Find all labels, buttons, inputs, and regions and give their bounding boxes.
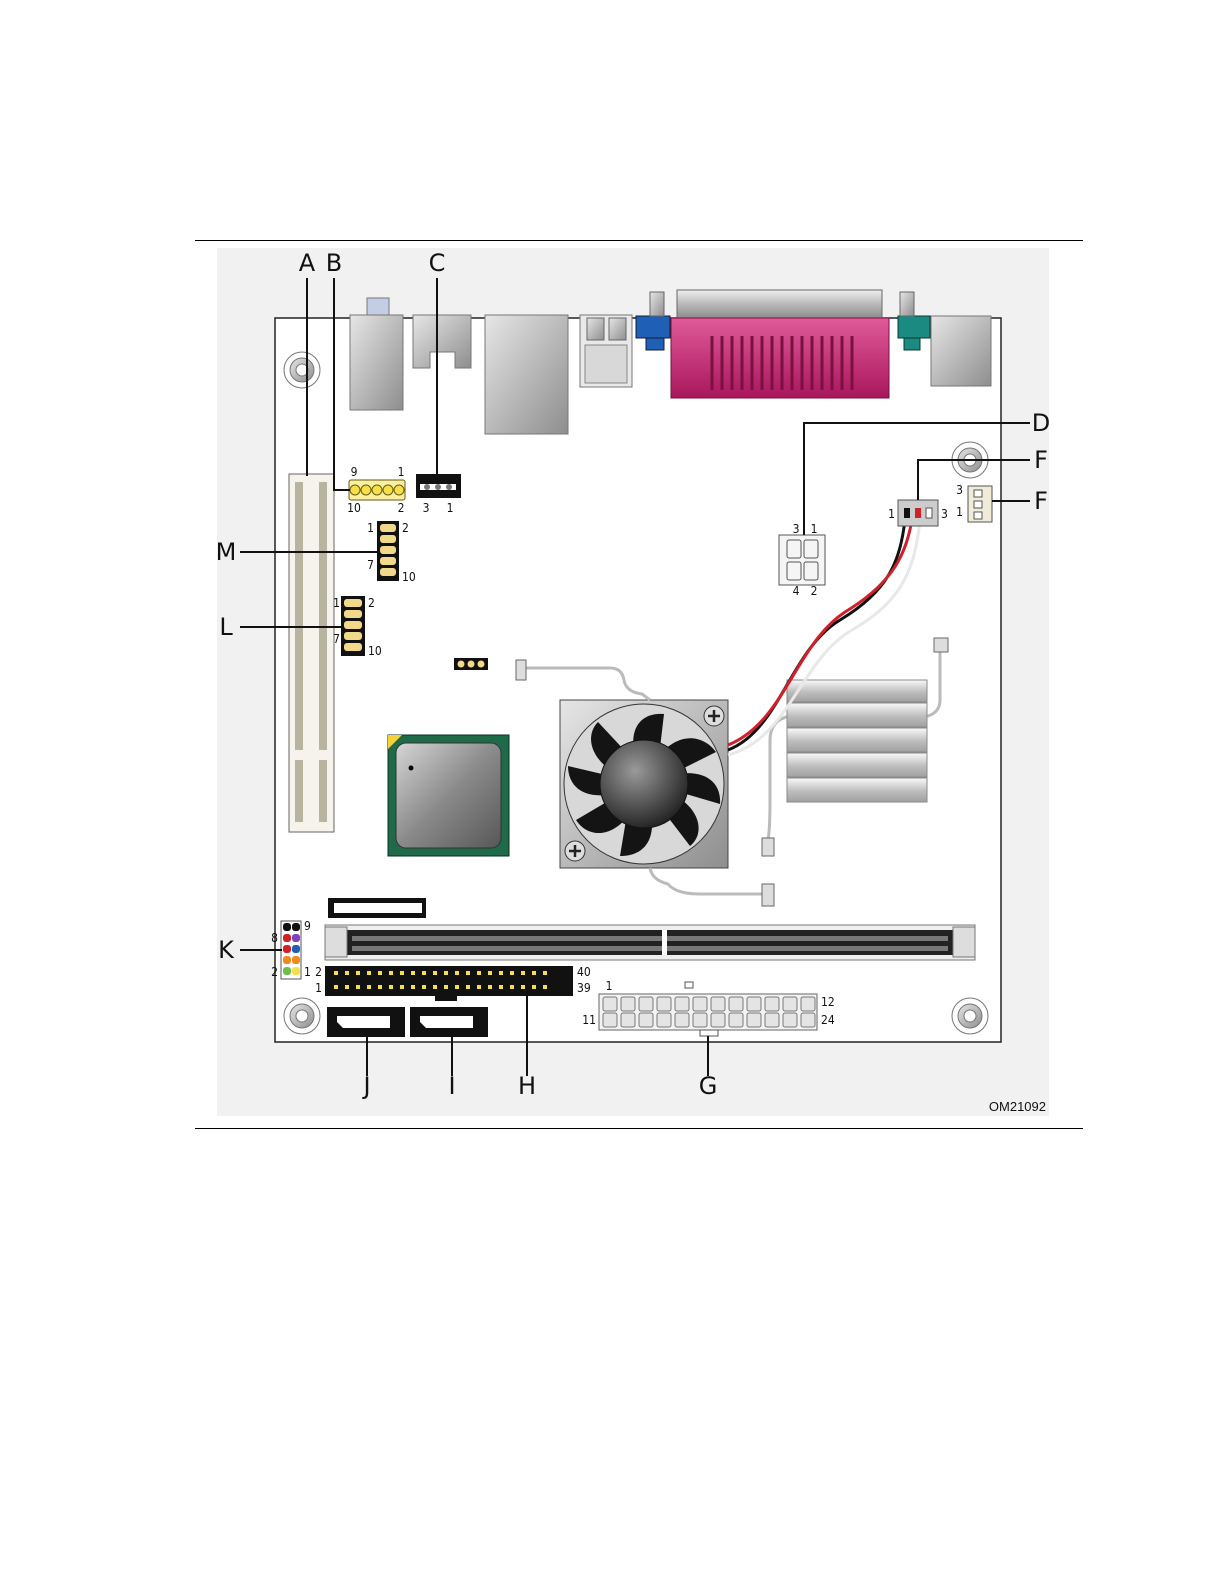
callout-j: J	[361, 1072, 370, 1100]
callout-k: K	[218, 936, 235, 964]
pin-l-10: 10	[368, 644, 382, 658]
chipset	[388, 735, 509, 856]
pin-l-2: 2	[368, 596, 375, 610]
sata-connector-i	[410, 1007, 488, 1037]
heatsink-fins	[787, 680, 927, 802]
pin-k-2: 2	[271, 965, 278, 979]
figure-id: OM21092	[989, 1099, 1046, 1114]
callout-i: I	[448, 1072, 455, 1100]
battery-clip	[328, 898, 426, 918]
callout-b: B	[326, 249, 342, 277]
ps2-connector	[350, 315, 403, 410]
callout-h: H	[518, 1072, 536, 1100]
pin-l-7: 7	[333, 632, 340, 646]
vga-post-left	[650, 292, 664, 316]
pin-h-1: 1	[315, 981, 322, 995]
mounting-hole-bottom-right	[952, 998, 988, 1034]
pin-f2-3: 3	[956, 483, 963, 497]
pin-b-10: 10	[347, 501, 361, 515]
pin-k-8: 8	[271, 931, 278, 945]
serial-connector-lower	[904, 338, 920, 350]
usb-stack-lower	[585, 345, 627, 383]
pin-f-3: 3	[941, 507, 948, 521]
power-connector-d	[779, 535, 825, 585]
parallel-port-shell	[677, 290, 882, 318]
pin-b-2: 2	[398, 501, 405, 515]
parallel-port	[671, 318, 889, 398]
pin-m-7: 7	[367, 558, 374, 572]
usb-port-left	[587, 318, 604, 340]
fan-header-f1	[898, 500, 938, 526]
pin-d-4: 4	[793, 584, 800, 598]
pci-slot	[289, 474, 334, 832]
right-panel-connector	[931, 316, 991, 386]
callout-f2: F	[1034, 487, 1048, 515]
pin-k-9: 9	[304, 919, 311, 933]
jumper-3pin	[454, 658, 488, 670]
sata-connector-j	[327, 1007, 405, 1037]
pin-d-1: 1	[811, 522, 818, 536]
header-m	[377, 521, 399, 581]
pin-h-2: 2	[315, 965, 322, 979]
vga-connector-left	[636, 316, 670, 338]
pin-m-10: 10	[402, 570, 416, 584]
lan-usb-stack	[485, 315, 568, 434]
mounting-hole-bottom-left	[284, 998, 320, 1034]
pin-l-1: 1	[333, 596, 340, 610]
callout-d: D	[1032, 409, 1050, 437]
serial-post	[900, 292, 914, 316]
pin-b-1: 1	[398, 465, 405, 479]
callout-a: A	[299, 249, 316, 277]
header-k	[281, 921, 301, 979]
pin-c-1: 1	[447, 501, 454, 515]
fan-header-f2	[968, 486, 992, 522]
pin-h-40: 40	[577, 965, 591, 979]
pin-g-24: 24	[821, 1013, 835, 1027]
callout-m: M	[216, 538, 237, 566]
dimm-slot	[325, 925, 975, 960]
header-b	[349, 480, 405, 500]
callout-c: C	[429, 249, 446, 277]
pin-d-2: 2	[811, 584, 818, 598]
pin-g-12: 12	[821, 995, 835, 1009]
callout-g: G	[699, 1072, 718, 1100]
pin-k-1: 1	[304, 965, 311, 979]
pin-f-1: 1	[888, 507, 895, 521]
callout-f1: F	[1034, 446, 1048, 474]
pin-b-9: 9	[351, 465, 358, 479]
vga-connector-left-lower	[646, 338, 664, 350]
parallel-port-pins	[712, 336, 852, 390]
pin-h-39: 39	[577, 981, 591, 995]
mounting-hole-top-left	[284, 352, 320, 388]
cpu-fan	[560, 700, 728, 868]
serial-connector	[898, 316, 930, 338]
pin-m-1: 1	[367, 521, 374, 535]
pin-c-3: 3	[423, 501, 430, 515]
pin-d-3: 3	[793, 522, 800, 536]
header-c	[416, 474, 461, 498]
pin-m-2: 2	[402, 521, 409, 535]
pin-f2-1: 1	[956, 505, 963, 519]
ide-connector-h	[325, 966, 573, 1001]
ps2-port-top	[367, 298, 389, 315]
callout-l: L	[219, 613, 233, 641]
usb-port-right	[609, 318, 626, 340]
pin-g-11: 11	[582, 1013, 596, 1027]
header-l	[341, 596, 365, 656]
pin-g-1: 1	[606, 979, 613, 993]
